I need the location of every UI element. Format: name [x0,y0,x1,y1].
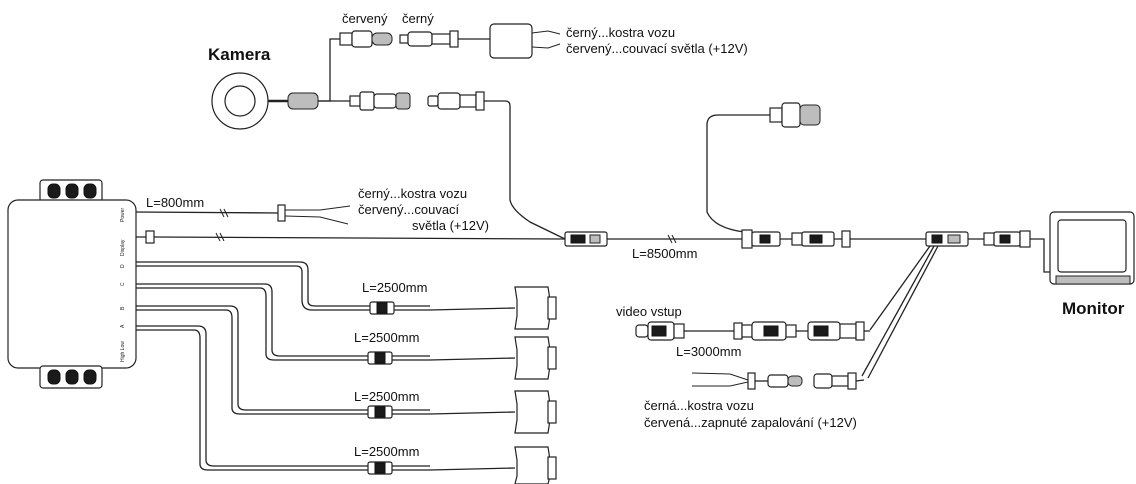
sensor-b [514,390,557,434]
monitor-power-lead [855,379,865,382]
sensor-c [514,336,557,380]
control-power-sleeve [277,204,286,222]
camera-unit: Kamera [208,45,271,130]
monitor-power-note-line2: červená...zapnuté zapalování (+12V) [644,415,857,430]
main-cable-length: L=8500mm [632,246,697,261]
control-power-red-wire [284,215,349,225]
control-power-note-line3: světla (+12V) [412,218,489,233]
port-b-label: B [120,306,126,310]
sensor-a-cable [136,325,368,467]
port-display-label: Display [120,239,126,256]
sensor-c-cable-b [136,287,368,361]
display-cable-break [215,232,225,242]
sensor-d-cable-b [136,265,370,311]
port-c-label: C [120,282,126,286]
monitor-plug [983,230,1031,248]
sensor-a-inline-connector [367,461,393,475]
sensor-b-cable-b [136,309,368,415]
sensor-a-cable-b [136,329,368,471]
sensor-d-inline-connector [369,301,395,315]
camera-power-connector-female [339,30,393,48]
sensor-c-cable-2 [392,355,516,361]
sensor-c-inline-connector [367,351,393,365]
sensor-c-cable [136,283,368,357]
sensor-a [514,446,557,484]
loop-socket-female [769,102,821,128]
sensor-d-length: L=2500mm [362,280,427,295]
camera-power-black-label: černý [402,11,434,26]
camera-power-connector-male [399,30,459,48]
monitor-power-black-wire [691,372,749,381]
port-highlow-label: High Low [120,341,126,362]
port-d-label: D [120,264,126,268]
port-power-label: Power [120,207,126,222]
monitor-unit: Monitor [1049,211,1135,318]
control-power-black-wire [285,205,351,211]
control-power-note-line1: černý...kostra vozu [358,186,467,201]
main-line-connector-1 [741,229,781,249]
video-input-coupler [733,321,797,341]
control-power-break [219,208,229,218]
sensor-d [514,286,557,330]
control-power-note-line2: červený...couvací [358,202,460,217]
main-line-connector-2 [791,230,851,248]
video-input-socket [807,321,865,341]
monitor-power-branch-2 [867,245,939,379]
sensor-d-cable-2 [394,305,516,311]
monitor-power-red-wire [692,381,749,387]
camera-power-note-line1: černý...kostra vozu [566,25,675,40]
sensor-b-length: L=2500mm [354,389,419,404]
sensor-c-length: L=2500mm [354,330,419,345]
camera-video-connector-male [427,91,485,111]
control-power-length: L=800mm [146,195,204,210]
sensor-b-cable-2 [392,409,516,415]
sensor-b-inline-connector [367,405,393,419]
camera-power-junction-box [489,23,533,59]
camera-power-red-label: červený [342,11,388,26]
camera-video-connector-female [349,91,411,111]
monitor-power-branch [861,245,935,377]
monitor-title: Monitor [1062,299,1125,318]
camera-power-note-line2: červený...couvací světla (+12V) [566,41,748,56]
video-input-title: video vstup [616,304,682,319]
video-input-length: L=3000mm [676,344,741,359]
monitor-power-note-line1: černá...kostra vozu [644,398,754,413]
camera-video-cable [484,100,566,240]
camera-lead-sleeve [287,92,319,110]
main-cable-break [667,234,677,244]
control-box: Power Display D C B A High Low [7,179,137,389]
sensor-d-cable [136,261,370,307]
display-cable-sleeve [145,230,155,244]
video-input-plug [635,321,685,341]
control-power-lead [135,211,281,214]
sensor-b-cable [136,305,368,411]
sensor-a-length: L=2500mm [354,444,419,459]
video-input-branch [869,245,931,331]
camera-power-red-wire [531,43,561,49]
camera-power-black-wire [531,30,561,35]
camera-title: Kamera [208,45,271,64]
sensor-a-cable-2 [392,465,516,471]
main-junction-connector [564,231,608,247]
monitor-power-plug [747,372,803,390]
monitor-extension-loop [706,114,770,233]
port-a-label: A [120,324,126,328]
monitor-junction-connector [925,231,969,247]
monitor-power-socket [813,372,857,390]
